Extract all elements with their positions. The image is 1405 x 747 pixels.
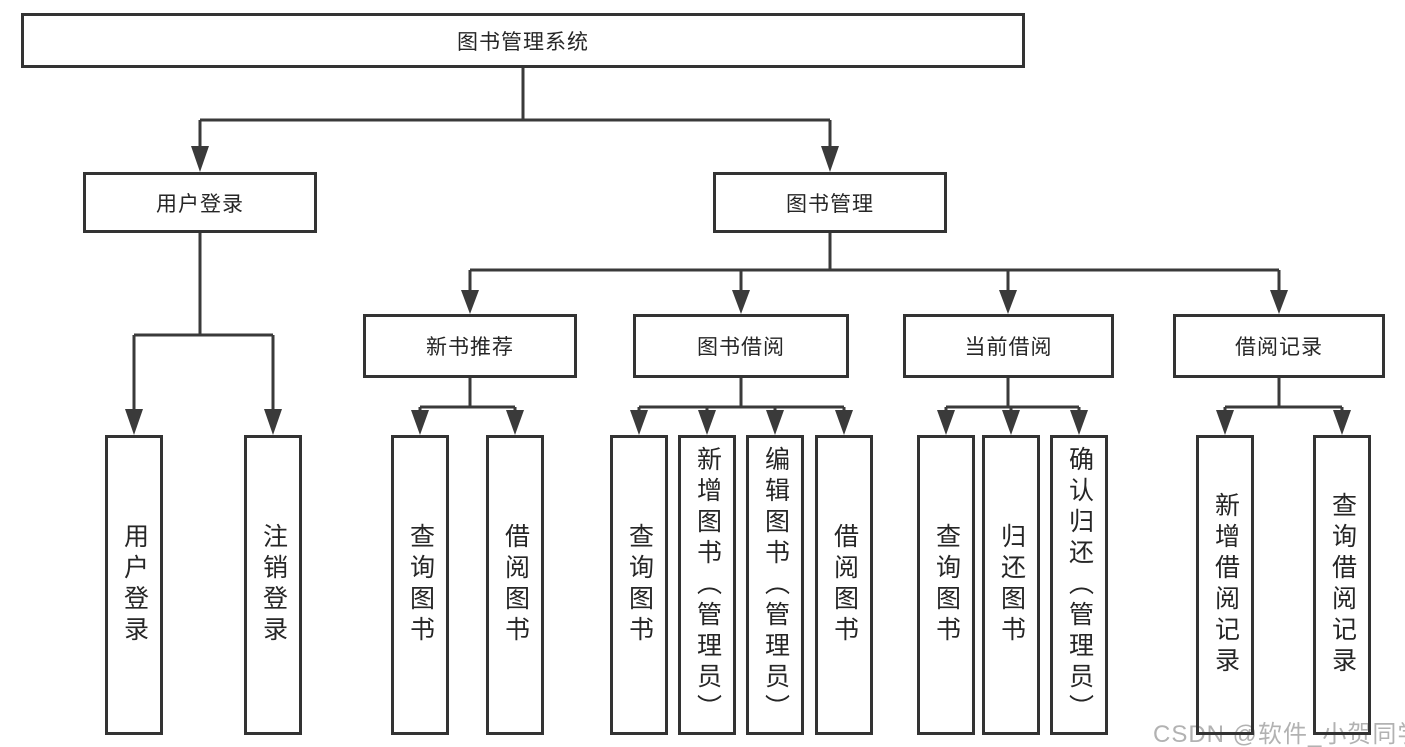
leaf-add-books-admin: 新增图书（管理员） bbox=[678, 435, 736, 735]
leaf-query-books-current-label: 查询图书 bbox=[932, 523, 961, 647]
leaf-logout-label: 注销登录 bbox=[259, 523, 288, 647]
leaf-edit-books-admin-label: 编辑图书（管理员） bbox=[761, 445, 790, 725]
leaf-borrow-books-borrowing: 借阅图书 bbox=[815, 435, 873, 735]
leaf-query-books-recommend-label: 查询图书 bbox=[406, 523, 435, 647]
leaf-confirm-return-admin-label: 确认归还（管理员） bbox=[1065, 445, 1094, 725]
node-new-book-recommend: 新书推荐 bbox=[363, 314, 577, 378]
node-current-borrowing-label: 当前借阅 bbox=[964, 336, 1053, 359]
leaf-query-books-borrowing: 查询图书 bbox=[610, 435, 668, 735]
leaf-confirm-return-admin: 确认归还（管理员） bbox=[1050, 435, 1108, 735]
leaf-add-books-admin-label: 新增图书（管理员） bbox=[693, 445, 722, 725]
leaf-query-books-recommend: 查询图书 bbox=[391, 435, 449, 735]
leaf-borrow-books-recommend: 借阅图书 bbox=[486, 435, 544, 735]
node-user-login: 用户登录 bbox=[83, 172, 317, 233]
node-borrowing-records: 借阅记录 bbox=[1173, 314, 1385, 378]
leaf-return-books-label: 归还图书 bbox=[997, 523, 1026, 647]
leaf-logout: 注销登录 bbox=[244, 435, 302, 735]
leaf-add-borrow-record-label: 新增借阅记录 bbox=[1211, 492, 1240, 678]
node-book-management-label: 图书管理 bbox=[786, 192, 874, 216]
node-book-borrowing: 图书借阅 bbox=[633, 314, 849, 378]
node-book-management: 图书管理 bbox=[713, 172, 947, 233]
node-borrowing-records-label: 借阅记录 bbox=[1235, 336, 1323, 359]
leaf-query-borrow-record: 查询借阅记录 bbox=[1313, 435, 1371, 735]
leaf-add-borrow-record: 新增借阅记录 bbox=[1196, 435, 1254, 735]
leaf-user-login: 用户登录 bbox=[105, 435, 163, 735]
leaf-edit-books-admin: 编辑图书（管理员） bbox=[746, 435, 804, 735]
leaf-user-login-label: 用户登录 bbox=[120, 523, 149, 647]
leaf-query-borrow-record-label: 查询借阅记录 bbox=[1328, 492, 1357, 678]
node-book-borrowing-label: 图书借阅 bbox=[697, 336, 785, 359]
node-root: 图书管理系统 bbox=[21, 13, 1025, 68]
node-root-label: 图书管理系统 bbox=[457, 30, 589, 54]
node-user-login-label: 用户登录 bbox=[156, 192, 244, 216]
leaf-return-books: 归还图书 bbox=[982, 435, 1040, 735]
node-current-borrowing: 当前借阅 bbox=[903, 314, 1114, 378]
leaf-query-books-current: 查询图书 bbox=[917, 435, 975, 735]
leaf-borrow-books-borrowing-label: 借阅图书 bbox=[830, 523, 859, 647]
node-new-book-recommend-label: 新书推荐 bbox=[426, 336, 514, 359]
leaf-borrow-books-recommend-label: 借阅图书 bbox=[501, 523, 530, 647]
leaf-query-books-borrowing-label: 查询图书 bbox=[625, 523, 654, 647]
